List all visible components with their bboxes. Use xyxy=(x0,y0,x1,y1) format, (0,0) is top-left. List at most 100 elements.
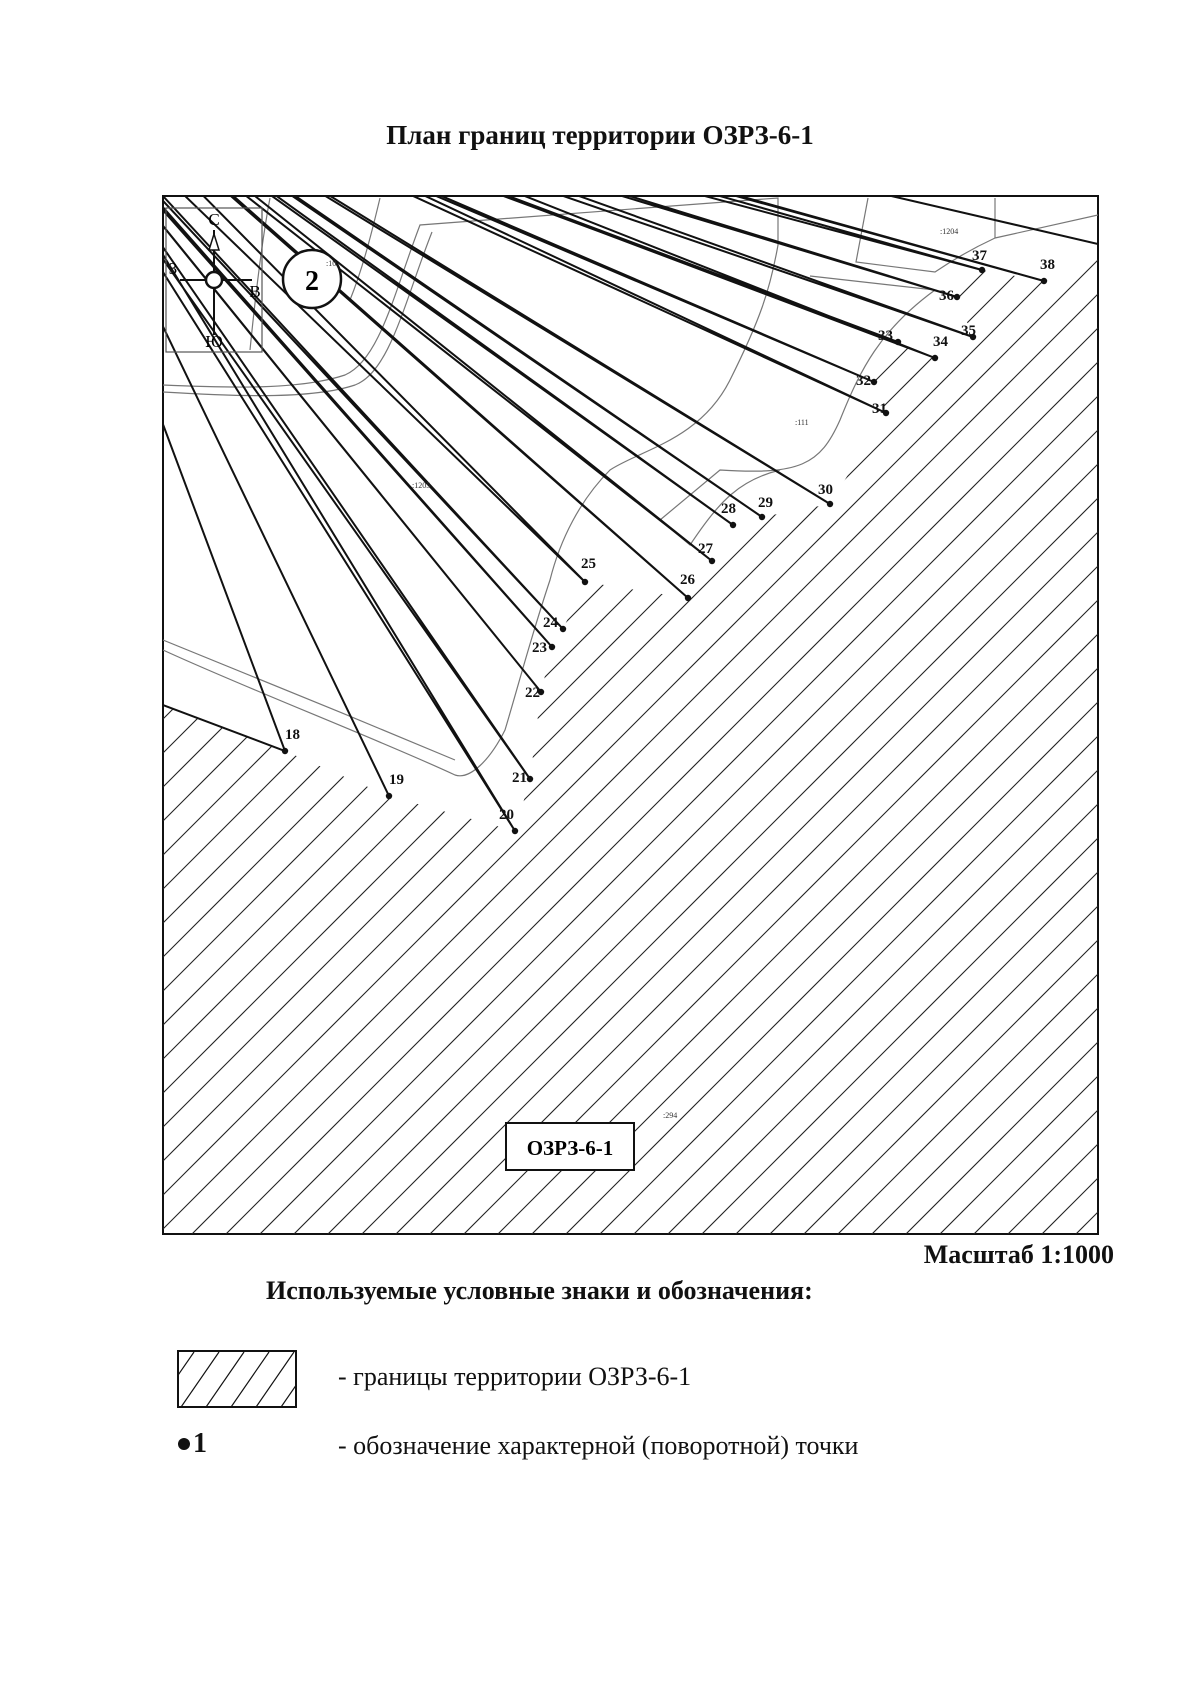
hatch-line xyxy=(839,244,1098,1234)
compass-box xyxy=(165,207,263,353)
legend-item-zone: - границы территории ОЗРЗ-6-1 xyxy=(0,1350,1200,1410)
quarter-marker: 2 xyxy=(281,248,343,310)
hatch-line xyxy=(163,244,819,1234)
hatch-line xyxy=(163,244,887,1234)
turning-point-label: 23 xyxy=(532,640,547,656)
hatch-line xyxy=(941,244,1098,1234)
hatch-line xyxy=(1077,244,1098,1234)
hatch-line xyxy=(163,244,241,1234)
north-arrow-icon xyxy=(207,231,221,251)
hatch-line xyxy=(635,244,1098,1234)
turning-point-dot xyxy=(581,578,589,586)
turning-point-dot xyxy=(684,594,692,602)
turning-point-label: 19 xyxy=(389,772,404,788)
legend-title: Используемые условные знаки и обозначени… xyxy=(266,1276,813,1305)
hatch-line xyxy=(975,244,1098,1234)
quarter-number: 2 xyxy=(305,266,319,297)
turning-point-dot xyxy=(969,333,977,341)
hatch-line xyxy=(533,244,1098,1234)
parcel-1204-outline xyxy=(855,197,1098,273)
hatch-line xyxy=(295,244,1098,1234)
turning-point-label: 30 xyxy=(818,482,833,498)
turning-point-dot xyxy=(870,378,878,386)
turning-point-label: 31 xyxy=(872,401,887,417)
zone-boundary-line xyxy=(163,196,1098,832)
point-dot-icon xyxy=(178,1437,190,1450)
hatch-line xyxy=(163,244,1098,1234)
hatch-line xyxy=(227,244,1098,1234)
hatch-line xyxy=(0,200,2,1300)
legend-zone-text: - границы территории ОЗРЗ-6-1 xyxy=(338,1362,692,1391)
hatch-line xyxy=(163,244,207,1234)
turning-point-dot xyxy=(708,557,716,565)
turning-point-dot xyxy=(758,513,766,521)
hatch-line xyxy=(669,244,1098,1234)
turning-point-dot xyxy=(1040,277,1048,285)
compass-center-icon xyxy=(204,270,224,290)
hatch-line xyxy=(1180,200,1200,1300)
hatch-line xyxy=(261,244,1098,1234)
turning-point-dot xyxy=(894,338,902,346)
turning-point-dot xyxy=(559,625,567,633)
hatch-line xyxy=(163,244,173,1234)
turning-point-dot xyxy=(826,500,834,508)
turning-point-label: 34 xyxy=(933,334,949,350)
hatch-line xyxy=(397,244,1098,1234)
hatch-line xyxy=(163,244,1091,1234)
turning-point-dot xyxy=(978,266,986,274)
hatch-line xyxy=(0,200,70,1300)
turning-point-dot xyxy=(537,688,545,696)
hatch-line xyxy=(163,244,479,1234)
turning-point-label: 24 xyxy=(543,615,559,631)
turning-point-label: 18 xyxy=(285,727,300,743)
road-edge-southwest xyxy=(163,639,456,761)
hatch-line xyxy=(163,244,411,1234)
hatch-line xyxy=(0,200,36,1300)
hatch-swatch-icon xyxy=(177,1350,297,1408)
turning-point-label: 35 xyxy=(961,323,976,339)
turning-point-label: 33 xyxy=(878,328,893,344)
hatch-line xyxy=(0,200,104,1300)
hatch-line xyxy=(163,244,751,1234)
turning-point-label: 38 xyxy=(1040,257,1055,273)
turning-point-label: 21 xyxy=(512,770,527,786)
hatch-line xyxy=(431,244,1098,1234)
hatch-line xyxy=(163,244,955,1234)
page-title: План границ территории ОЗРЗ-6-1 xyxy=(386,120,814,150)
compass-rose: С Ю З В xyxy=(165,207,263,353)
turning-point-dot xyxy=(729,521,737,529)
turning-point-label: 37 xyxy=(972,248,988,264)
hatch-line xyxy=(499,244,1098,1234)
zone-label: ОЗРЗ-6-1 xyxy=(527,1136,614,1160)
turning-point-label: 22 xyxy=(525,685,540,701)
turning-point-dot xyxy=(511,827,519,835)
hatch-line xyxy=(163,244,1098,1234)
compass-north-label: С xyxy=(208,210,219,229)
hatch-line xyxy=(805,244,1098,1234)
map-scale: Масштаб 1:1000 xyxy=(923,1240,1114,1269)
hatch-line xyxy=(163,244,275,1234)
hatch-line xyxy=(1112,200,1200,1300)
hatch-line xyxy=(1043,244,1098,1234)
turning-point-label: 29 xyxy=(758,495,773,511)
turning-point-label: 36 xyxy=(939,288,955,304)
compass-south-label: Ю xyxy=(205,332,222,351)
turning-point-dot xyxy=(882,409,890,417)
parcel-label: :1204 xyxy=(940,227,958,236)
turning-point-label: 20 xyxy=(499,807,514,823)
parcel-111-outline xyxy=(659,275,937,546)
hatch-line xyxy=(567,244,1098,1234)
parcel-edge-west-2 xyxy=(349,197,381,301)
parcel-1205-outline xyxy=(163,197,779,777)
hatch-line xyxy=(703,244,1098,1234)
parcel-label: :294 xyxy=(663,1111,677,1120)
turning-point-dot xyxy=(953,293,961,301)
turning-point-label: 27 xyxy=(698,541,714,557)
hatch-line xyxy=(193,244,1098,1234)
parcel-label: :111 xyxy=(795,418,809,427)
zone-label-box: ОЗРЗ-6-1 xyxy=(505,1122,635,1171)
turning-point-label: 26 xyxy=(680,572,696,588)
parcel-label: :10 xyxy=(326,259,336,268)
